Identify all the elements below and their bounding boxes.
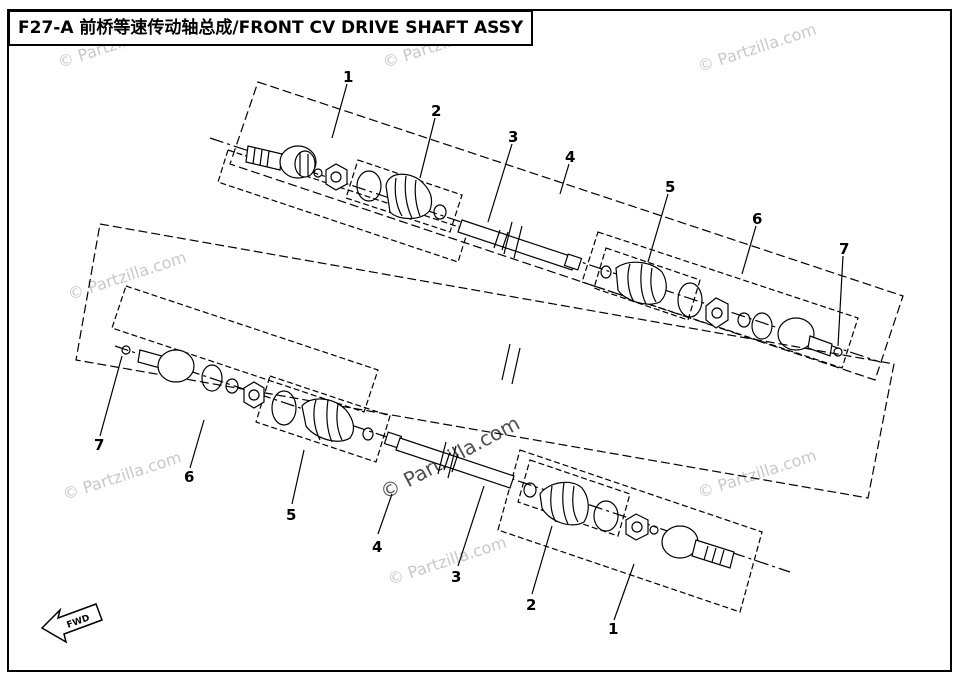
upper-group-2-box bbox=[345, 159, 463, 233]
callout-lower-6: 6 bbox=[184, 468, 194, 486]
upper-inner-nut bbox=[705, 297, 729, 329]
lower-group-6-box bbox=[111, 285, 379, 413]
upper-o-ring bbox=[751, 312, 773, 340]
upper-inner-boot bbox=[615, 261, 667, 305]
watermark: © Partzilla.com bbox=[60, 448, 183, 504]
callout-lower-1: 1 bbox=[608, 620, 618, 638]
watermark: © Partzilla.com bbox=[65, 248, 188, 304]
upper-end-clip bbox=[833, 347, 843, 357]
callout-upper-6: 6 bbox=[752, 210, 762, 228]
callout-upper-3: 3 bbox=[508, 128, 518, 146]
lower-axle-shaft bbox=[383, 431, 515, 489]
upper-group-4-box bbox=[229, 81, 904, 381]
lower-hub-nut bbox=[625, 513, 649, 541]
lower-group-1-box bbox=[497, 449, 763, 613]
lower-outer-cv-joint bbox=[661, 525, 735, 569]
upper-axle-shaft bbox=[457, 219, 583, 271]
watermark: © Partzilla.com bbox=[385, 533, 508, 589]
watermark: © Partzilla.com bbox=[695, 20, 818, 76]
lower-shaft-assembly bbox=[75, 223, 895, 621]
upper-inner-cv-housing bbox=[777, 317, 833, 357]
upper-circlip bbox=[737, 312, 751, 328]
callout-upper-4: 4 bbox=[565, 148, 575, 166]
upper-shaft-assembly bbox=[209, 81, 904, 381]
upper-group-1-box bbox=[217, 149, 469, 263]
fwd-arrow-icon: FWD bbox=[40, 603, 103, 644]
lower-group-5-box bbox=[255, 375, 391, 463]
lower-inner-clamp-small bbox=[362, 427, 374, 441]
lower-end-clip bbox=[121, 345, 131, 355]
upper-boot-clamp-small bbox=[433, 204, 447, 220]
upper-outer-boot bbox=[385, 173, 433, 220]
upper-outer-cv-joint bbox=[245, 145, 317, 179]
lower-boot-clamp-small bbox=[523, 482, 537, 498]
lower-inner-clamp-large bbox=[271, 390, 297, 426]
callout-upper-2: 2 bbox=[431, 102, 441, 120]
lower-inner-boot bbox=[301, 398, 355, 443]
lower-circlip bbox=[225, 378, 239, 394]
callout-upper-7: 7 bbox=[839, 240, 849, 258]
page-title: F27-A 前桥等速传动轴总成/FRONT CV DRIVE SHAFT ASS… bbox=[8, 10, 534, 46]
callout-upper-5: 5 bbox=[665, 178, 675, 196]
upper-inner-clamp-small bbox=[600, 265, 612, 279]
callout-lower-2: 2 bbox=[526, 596, 536, 614]
callout-lower-4: 4 bbox=[372, 538, 382, 556]
lower-boot-clamp-large bbox=[593, 500, 619, 532]
upper-inner-clamp-large bbox=[677, 282, 703, 318]
lower-inner-cv-housing bbox=[137, 349, 195, 383]
callout-lower-7: 7 bbox=[94, 436, 104, 454]
lower-snap-ring bbox=[649, 525, 659, 535]
callout-numbers: 1 2 3 4 5 6 7 7 6 5 4 3 2 1 bbox=[94, 68, 849, 638]
callout-lower-5: 5 bbox=[286, 506, 296, 524]
callout-lower-3: 3 bbox=[451, 568, 461, 586]
upper-snap-ring bbox=[313, 168, 323, 178]
lower-inner-nut bbox=[243, 381, 265, 409]
upper-break-marks bbox=[503, 221, 523, 259]
lower-o-ring bbox=[201, 364, 223, 392]
lower-outer-boot bbox=[539, 481, 589, 526]
upper-group-6-box bbox=[581, 231, 859, 369]
lower-group-2-box bbox=[517, 459, 631, 537]
lower-group-4-box bbox=[75, 223, 895, 499]
watermark: © Partzilla.com bbox=[695, 446, 818, 502]
lower-break-marks bbox=[437, 343, 521, 479]
upper-hub-nut bbox=[325, 163, 348, 191]
upper-group-5-box bbox=[593, 247, 701, 321]
upper-boot-clamp-large bbox=[356, 170, 382, 202]
callout-upper-1: 1 bbox=[343, 68, 353, 86]
